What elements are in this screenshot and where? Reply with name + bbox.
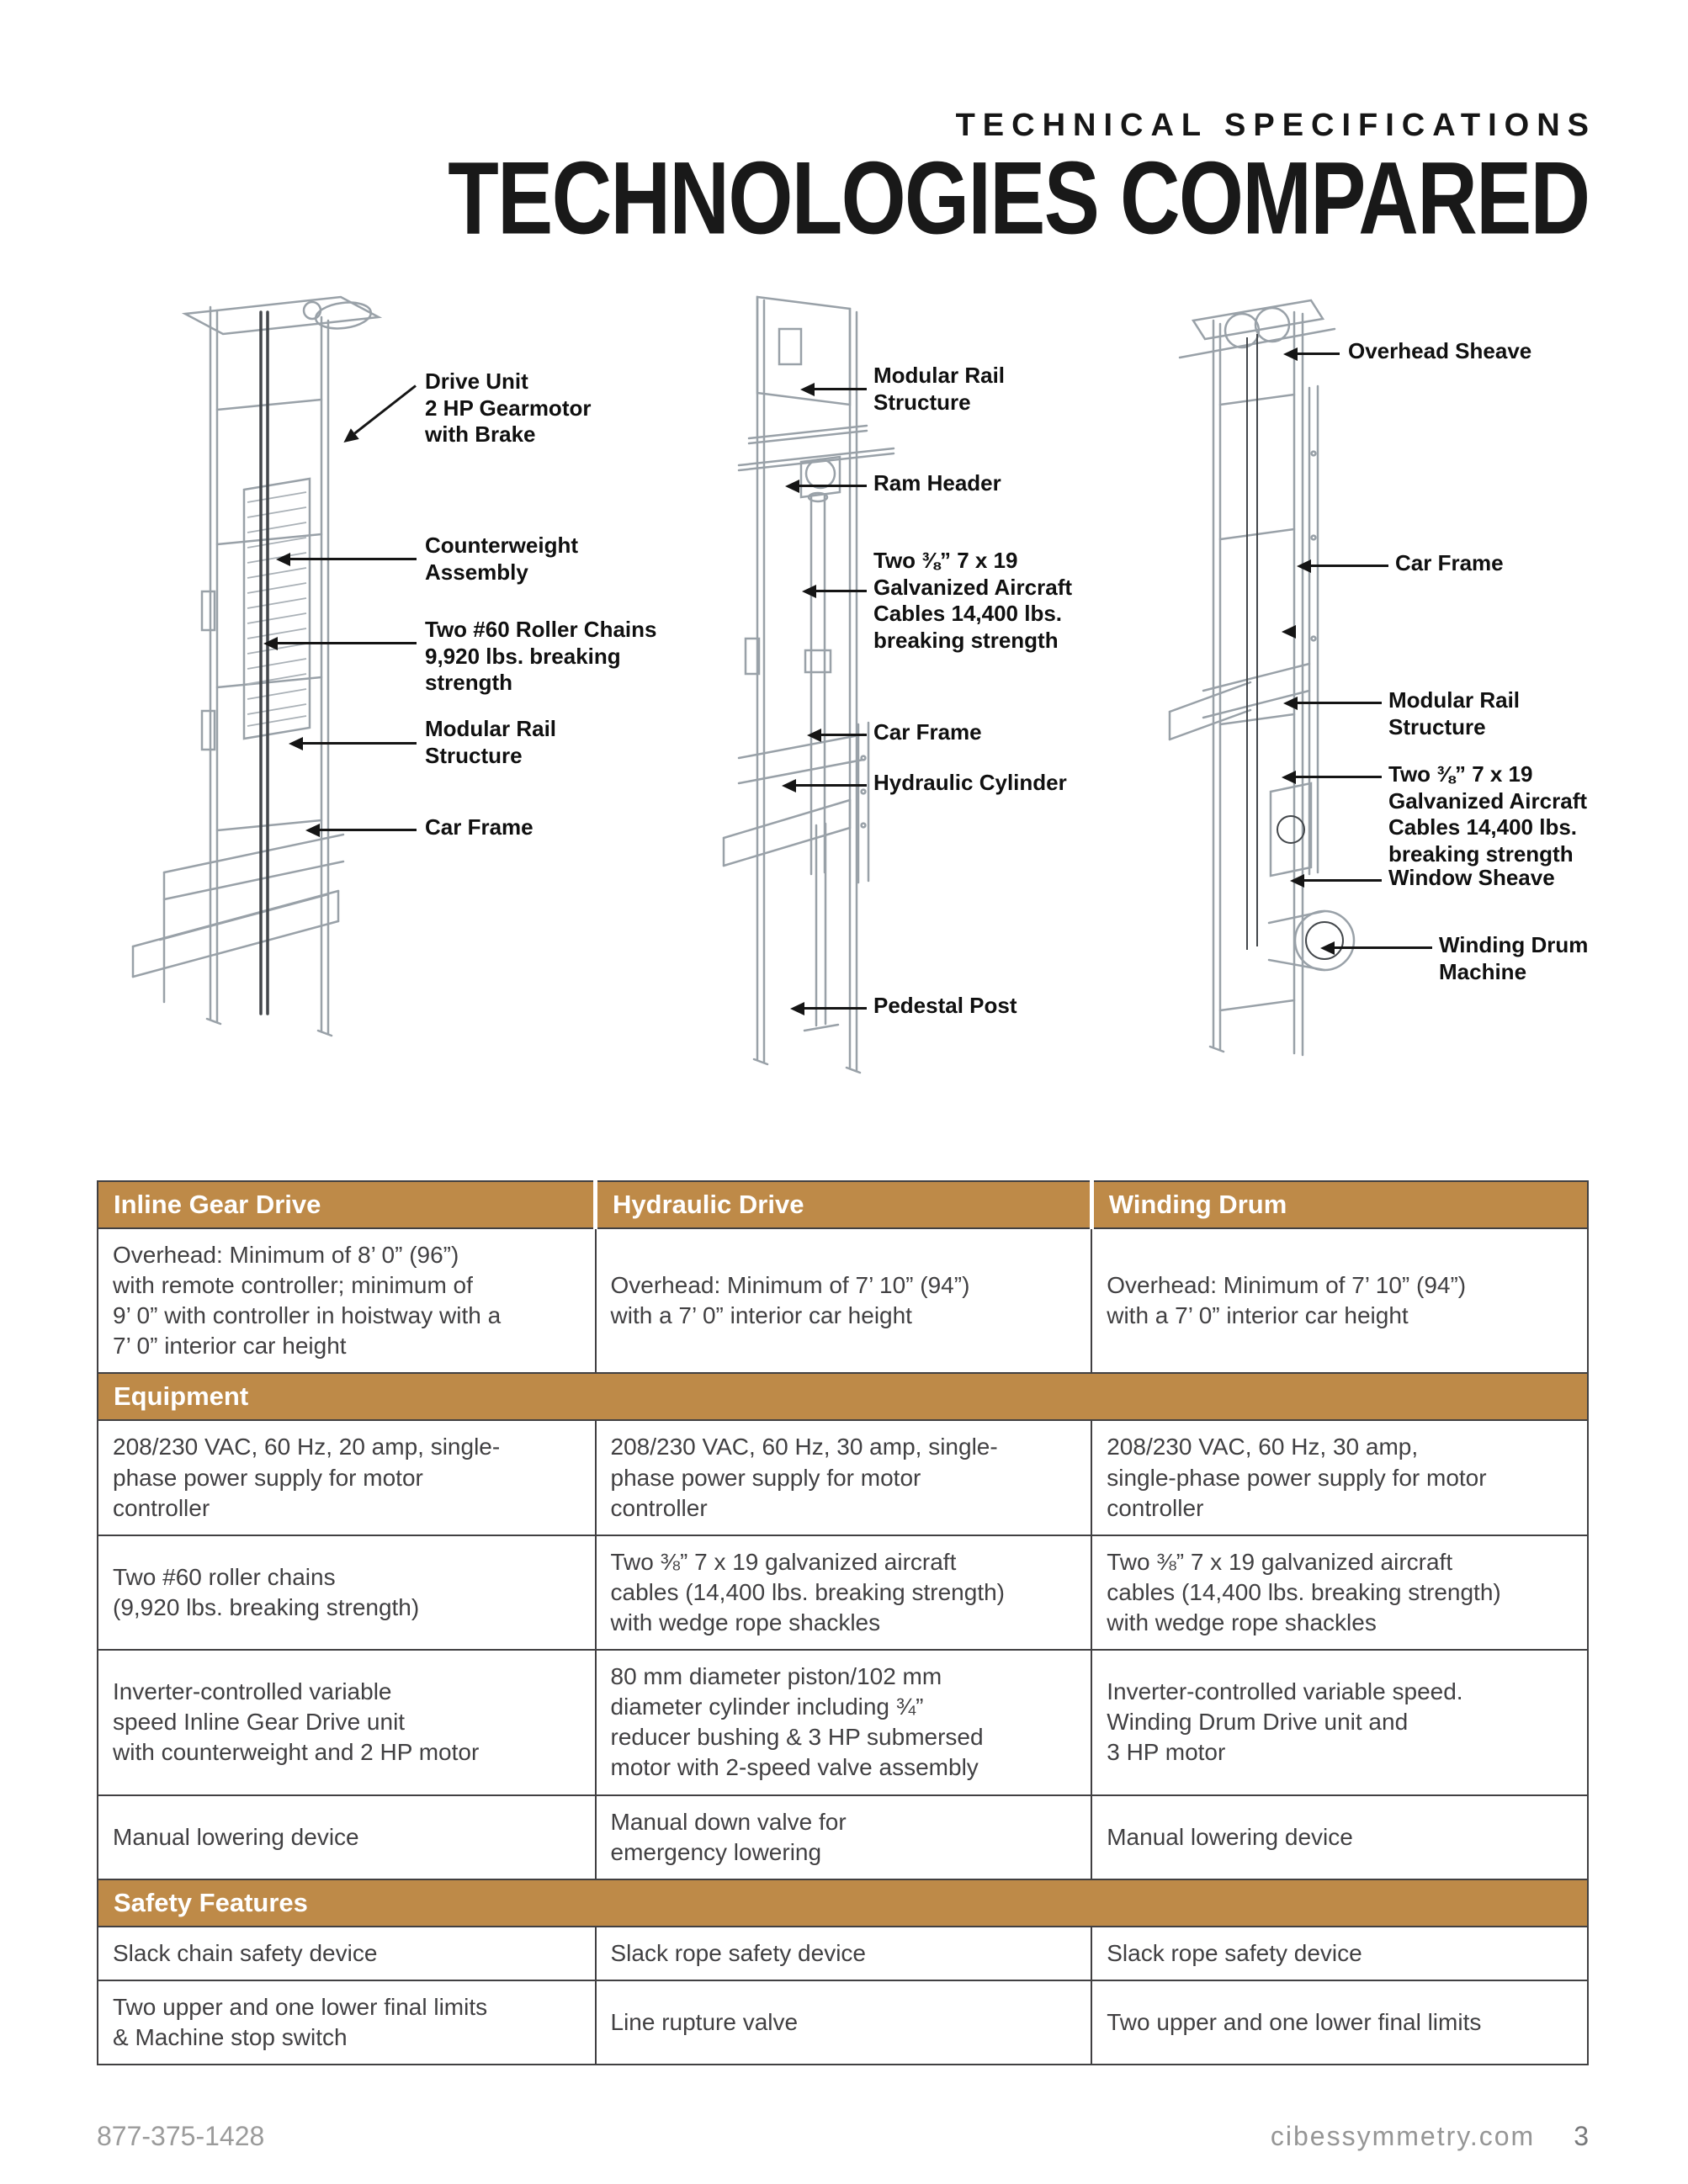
hydraulic-cylinder-arrow: [782, 779, 867, 792]
comparison-table-section: Inline Gear Drive Hydraulic Drive Windin…: [97, 1180, 1589, 2066]
limits-winding-drum: Two upper and one lower final limits: [1091, 1979, 1589, 2066]
table-row-slack-device: Slack chain safety device Slack rope saf…: [97, 1925, 1589, 1981]
equipment-section-heading: Equipment: [97, 1372, 1589, 1422]
technologies-comparison-table: Inline Gear Drive Hydraulic Drive Windin…: [97, 1180, 1589, 2066]
table-row-manual-lowering: Manual lowering device Manual down valve…: [97, 1794, 1589, 1880]
page-header: TECHNICAL SPECIFICATIONS TECHNOLOGIES CO…: [0, 0, 1688, 257]
lowering-winding-drum: Manual lowering device: [1091, 1794, 1589, 1880]
modular-rail-arrow-2: [800, 383, 867, 396]
overhead-hydraulic-drive: Overhead: Minimum of 7’ 10” (94”) with a…: [594, 1227, 1093, 1375]
table-header-row: Inline Gear Drive Hydraulic Drive Windin…: [97, 1180, 1589, 1229]
power-winding-drum: 208/230 VAC, 60 Hz, 30 amp, single-phase…: [1091, 1419, 1589, 1536]
column-header-inline-gear-drive: Inline Gear Drive: [97, 1180, 596, 1229]
slack-winding-drum: Slack rope safety device: [1091, 1925, 1589, 1981]
footer-right: cibessymmetry.com 3: [1271, 2121, 1589, 2152]
table-row-overhead: Overhead: Minimum of 8’ 0” (96”) with re…: [97, 1227, 1589, 1375]
section-band-equipment: Equipment: [97, 1372, 1589, 1422]
column-header-hydraulic-drive: Hydraulic Drive: [593, 1180, 1092, 1229]
winding-drum-machine-arrow: [1320, 941, 1432, 955]
diagram-winding-drum: Overhead Sheave Car Frame Modular Rail S…: [1168, 285, 1688, 1108]
label-hydraulic-cylinder: Hydraulic Cylinder: [873, 770, 1067, 795]
label-roller-chains: Two #60 Roller Chains 9,920 lbs. breakin…: [425, 617, 657, 696]
power-inline-gear-drive: 208/230 VAC, 60 Hz, 20 amp, single- phas…: [97, 1419, 597, 1536]
pedestal-post-arrow: [790, 1002, 867, 1015]
winding-drum-illustration: [1168, 299, 1356, 1057]
hydraulic-drive-illustration: [722, 295, 895, 1074]
label-car-frame-1: Car Frame: [425, 814, 533, 840]
inline-gear-drive-illustration: [131, 295, 383, 1037]
car-frame-arrow-1: [305, 824, 417, 837]
drive-unit-hydraulic-drive: 80 mm diameter piston/102 mm diameter cy…: [594, 1649, 1093, 1796]
overhead-inline-gear-drive: Overhead: Minimum of 8’ 0” (96”) with re…: [97, 1227, 597, 1375]
label-ram-header: Ram Header: [873, 470, 1001, 496]
table-row-limits: Two upper and one lower final limits & M…: [97, 1979, 1589, 2066]
cables-arrow-1: [802, 585, 867, 598]
diagrams-section: Drive Unit 2 HP Gearmotor with Brake Cou…: [0, 267, 1688, 1108]
footer-page-number: 3: [1574, 2121, 1589, 2152]
counterweight-arrow: [276, 553, 417, 566]
ram-header-arrow: [785, 480, 867, 493]
label-overhead-sheave: Overhead Sheave: [1348, 338, 1532, 363]
label-pedestal-post: Pedestal Post: [873, 993, 1017, 1018]
footer-phone: 877-375-1428: [97, 2121, 265, 2152]
window-sheave-arrow: [1290, 874, 1382, 888]
label-car-frame-2: Car Frame: [873, 719, 982, 745]
label-cables-1: Two ⅜” 7 x 19 Galvanized Aircraft Cables…: [873, 548, 1073, 654]
table-row-drive-unit: Inverter-controlled variable speed Inlin…: [97, 1649, 1589, 1796]
car-frame-arrow-3: [1297, 559, 1388, 573]
label-modular-rail-3: Modular Rail Structure: [1388, 687, 1521, 739]
drive-unit-winding-drum: Inverter-controlled variable speed. Wind…: [1091, 1649, 1589, 1796]
label-winding-drum-machine: Winding Drum Machine: [1439, 932, 1589, 984]
overhead-sheave-arrow-line: [1283, 347, 1340, 361]
diagram-hydraulic-drive: Modular Rail Structure Ram Header Two ⅜”…: [715, 285, 1296, 1108]
lowering-inline-gear-drive: Manual lowering device: [97, 1794, 597, 1880]
modular-rail-arrow-1: [289, 737, 417, 750]
page-title: TECHNOLOGIES COMPARED: [97, 140, 1590, 257]
section-band-safety-features: Safety Features: [97, 1878, 1589, 1927]
modular-rail-arrow-3: [1283, 697, 1382, 710]
cables-arrow-2: [1282, 771, 1382, 784]
footer-website: cibessymmetry.com: [1270, 2121, 1536, 2152]
safety-features-section-heading: Safety Features: [97, 1878, 1589, 1927]
page-title-text: TECHNOLOGIES COMPARED: [447, 140, 1590, 257]
slack-hydraulic-drive: Slack rope safety device: [594, 1925, 1093, 1981]
drive-unit-inline-gear-drive: Inverter-controlled variable speed Inlin…: [97, 1649, 597, 1796]
limits-hydraulic-drive: Line rupture valve: [594, 1979, 1093, 2066]
roller-chains-arrow: [263, 637, 417, 650]
overhead-winding-drum: Overhead: Minimum of 7’ 10” (94”) with a…: [1091, 1227, 1589, 1375]
limits-inline-gear-drive: Two upper and one lower final limits & M…: [97, 1979, 597, 2066]
label-window-sheave: Window Sheave: [1388, 865, 1555, 890]
page-footer: 877-375-1428 cibessymmetry.com 3: [97, 2121, 1589, 2152]
table-row-power-supply: 208/230 VAC, 60 Hz, 20 amp, single- phas…: [97, 1419, 1589, 1536]
diagram-inline-gear-drive: Drive Unit 2 HP Gearmotor with Brake Cou…: [109, 290, 690, 1102]
label-drive-unit: Drive Unit 2 HP Gearmotor with Brake: [425, 368, 592, 448]
column-header-winding-drum: Winding Drum: [1089, 1180, 1589, 1229]
lowering-hydraulic-drive: Manual down valve for emergency lowering: [594, 1794, 1093, 1880]
suspension-inline-gear-drive: Two #60 roller chains (9,920 lbs. breaki…: [97, 1534, 597, 1651]
car-frame-arrow-2: [807, 729, 867, 742]
power-hydraulic-drive: 208/230 VAC, 60 Hz, 30 amp, single- phas…: [594, 1419, 1093, 1536]
label-cables-2: Two ⅜” 7 x 19 Galvanized Aircraft Cables…: [1388, 761, 1588, 867]
page-eyebrow: TECHNICAL SPECIFICATIONS: [955, 108, 1596, 143]
suspension-hydraulic-drive: Two ⅜” 7 x 19 galvanized aircraft cables…: [594, 1534, 1093, 1651]
label-counterweight-assembly: Counterweight Assembly: [425, 533, 578, 585]
slack-inline-gear-drive: Slack chain safety device: [97, 1925, 597, 1981]
label-modular-rail-2: Modular Rail Structure: [873, 363, 1006, 415]
label-car-frame-3: Car Frame: [1395, 550, 1504, 575]
table-row-suspension: Two #60 roller chains (9,920 lbs. breaki…: [97, 1534, 1589, 1651]
suspension-winding-drum: Two ⅜” 7 x 19 galvanized aircraft cables…: [1091, 1534, 1589, 1651]
label-modular-rail-1: Modular Rail Structure: [425, 716, 557, 768]
